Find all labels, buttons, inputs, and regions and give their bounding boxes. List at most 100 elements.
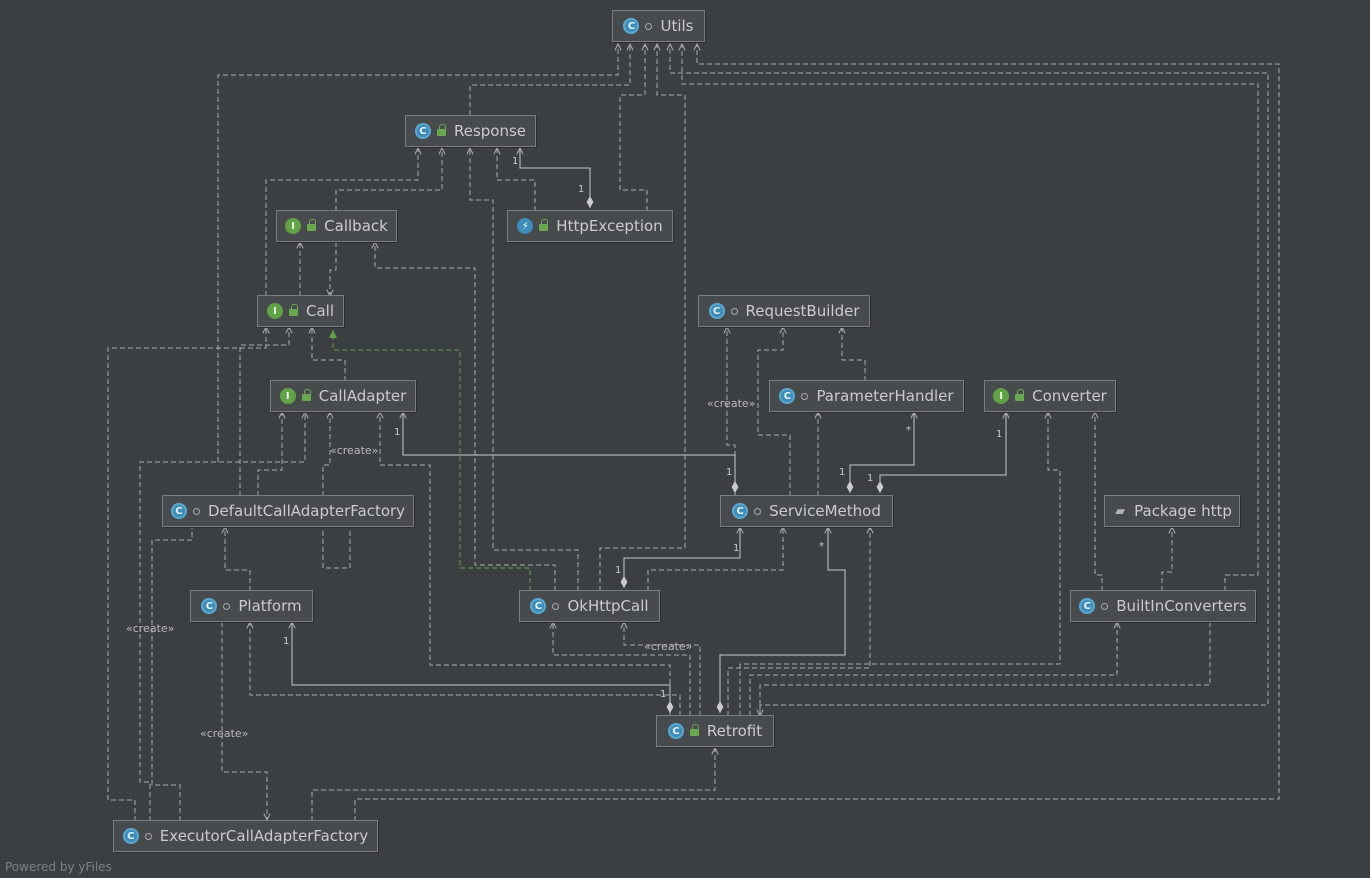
node-calladapter[interactable]: I CallAdapter	[270, 380, 416, 412]
edge-platform-calladapter	[322, 412, 351, 569]
multiplicity-label: 1	[615, 565, 622, 576]
node-call[interactable]: I Call	[257, 295, 344, 327]
edge-label-create: «create»	[644, 640, 693, 653]
multiplicity-label: 1	[726, 467, 733, 478]
class-icon: C	[170, 503, 187, 519]
edge-paramhandler-requestbuilder	[842, 327, 866, 381]
class-icon: C	[708, 303, 725, 319]
node-okhttpcall[interactable]: C OkHttpCall	[519, 590, 660, 622]
edge-builtin-converter	[1095, 412, 1103, 591]
node-label: Call	[305, 302, 334, 320]
multiplicity-label: *	[906, 425, 911, 436]
node-packagehttp[interactable]: ▰ Package http	[1104, 495, 1240, 527]
edge-servicemethod-calladapter-assoc	[403, 412, 735, 493]
node-label: ExecutorCallAdapterFactory	[159, 827, 369, 845]
class-icon: C	[1079, 598, 1096, 614]
edge-label-create: «create»	[126, 622, 175, 635]
edge-retrofit-servicemethod	[727, 527, 870, 716]
class-icon: C	[122, 828, 139, 844]
edge-okhttpcall-utils	[599, 44, 686, 591]
package-private-icon	[223, 602, 231, 610]
node-response[interactable]: C Response	[405, 115, 536, 147]
package-private-icon	[1101, 602, 1109, 610]
node-builtinconverters[interactable]: C BuiltInConverters	[1070, 590, 1256, 622]
edge-response-utils	[469, 44, 630, 115]
edge-builtin-retrofit	[760, 622, 1211, 716]
edge-retrofit-okhttpcall	[624, 622, 701, 716]
edge-executor-platform	[151, 496, 193, 821]
edge-httpexception-response-assoc	[520, 148, 590, 208]
package-private-icon	[192, 507, 200, 515]
package-private-icon	[754, 507, 762, 515]
node-label: HttpException	[556, 217, 663, 235]
edge-servicemethod2-requestbuilder	[757, 327, 791, 496]
edge-executor-retrofit	[311, 748, 715, 821]
node-platform[interactable]: C Platform	[190, 590, 313, 622]
public-lock-icon	[539, 219, 549, 231]
node-label: ServiceMethod	[769, 502, 881, 520]
public-lock-icon	[436, 124, 446, 136]
node-httpexception[interactable]: ⚡ HttpException	[507, 210, 673, 242]
node-servicemethod[interactable]: C ServiceMethod	[720, 495, 893, 527]
node-label: OkHttpCall	[567, 597, 649, 615]
edge-platform-default	[225, 527, 251, 591]
node-label: Callback	[324, 217, 388, 235]
multiplicity-label: 1	[996, 429, 1003, 440]
edge-calladapter-call	[312, 327, 346, 381]
edge-okhttpcall-response	[470, 148, 579, 591]
edge-callback-call	[330, 242, 337, 296]
node-label: Platform	[238, 597, 302, 615]
node-converter[interactable]: I Converter	[984, 380, 1116, 412]
edge-label-create: «create»	[707, 397, 756, 410]
package-private-icon	[144, 832, 152, 840]
node-utils[interactable]: C Utils	[612, 10, 705, 42]
package-private-icon	[645, 22, 653, 30]
interface-icon: I	[266, 303, 283, 319]
node-parameterhandler[interactable]: C ParameterHandler	[769, 380, 964, 412]
public-lock-icon	[307, 219, 317, 231]
folder-icon: ▰	[1115, 503, 1126, 519]
node-retrofit[interactable]: C Retrofit	[656, 715, 774, 747]
class-icon: C	[201, 598, 218, 614]
node-callback[interactable]: I Callback	[276, 210, 397, 242]
edge-httpexception-utils	[619, 44, 647, 211]
interface-icon: I	[279, 388, 296, 404]
multiplicity-label: 1	[839, 467, 846, 478]
class-icon: C	[779, 388, 796, 404]
edge-servicemethod-converter-assoc	[880, 412, 1006, 493]
class-icon: C	[414, 123, 431, 139]
interface-icon: I	[285, 218, 302, 234]
edge-servicemethod-paramhandler-assoc	[850, 412, 914, 493]
package-private-icon	[730, 307, 738, 315]
node-executorcalladapterfactory[interactable]: C ExecutorCallAdapterFactory	[113, 820, 378, 852]
class-icon: C	[623, 18, 640, 34]
edge-okhttpcall-realizes-call	[329, 330, 531, 591]
node-label: Utils	[660, 17, 694, 35]
edge-retrofit-calladapter	[380, 412, 671, 716]
edge-retrofit-okhttpcall2	[553, 622, 691, 716]
edge-platform-executor	[221, 622, 267, 820]
multiplicity-label: 1	[733, 543, 740, 554]
public-lock-icon	[689, 724, 699, 736]
node-label: DefaultCallAdapterFactory	[207, 502, 406, 520]
edge-executor-calladapter	[139, 412, 305, 821]
powered-by-footer: Powered by yFiles	[5, 860, 112, 874]
class-icon: C	[667, 723, 684, 739]
node-label: Converter	[1032, 387, 1107, 405]
node-label: Response	[453, 122, 527, 140]
multiplicity-label: 1	[394, 427, 401, 438]
edge-label-create: «create»	[200, 727, 249, 740]
multiplicity-label: 1	[867, 473, 874, 484]
node-label: Retrofit	[706, 722, 763, 740]
node-label: CallAdapter	[318, 387, 407, 405]
edge-okhttpcall-callback	[375, 242, 556, 591]
edge-call-response	[265, 148, 418, 296]
package-private-icon	[801, 392, 809, 400]
edge-callback-response	[335, 148, 442, 211]
edge-retrofit-converter	[739, 412, 1061, 716]
node-requestbuilder[interactable]: C RequestBuilder	[698, 295, 870, 327]
edge-retrofit-platform-assoc	[292, 622, 670, 713]
node-defaultcalladapterfactory[interactable]: C DefaultCallAdapterFactory	[162, 495, 414, 527]
interface-icon: I	[993, 388, 1010, 404]
